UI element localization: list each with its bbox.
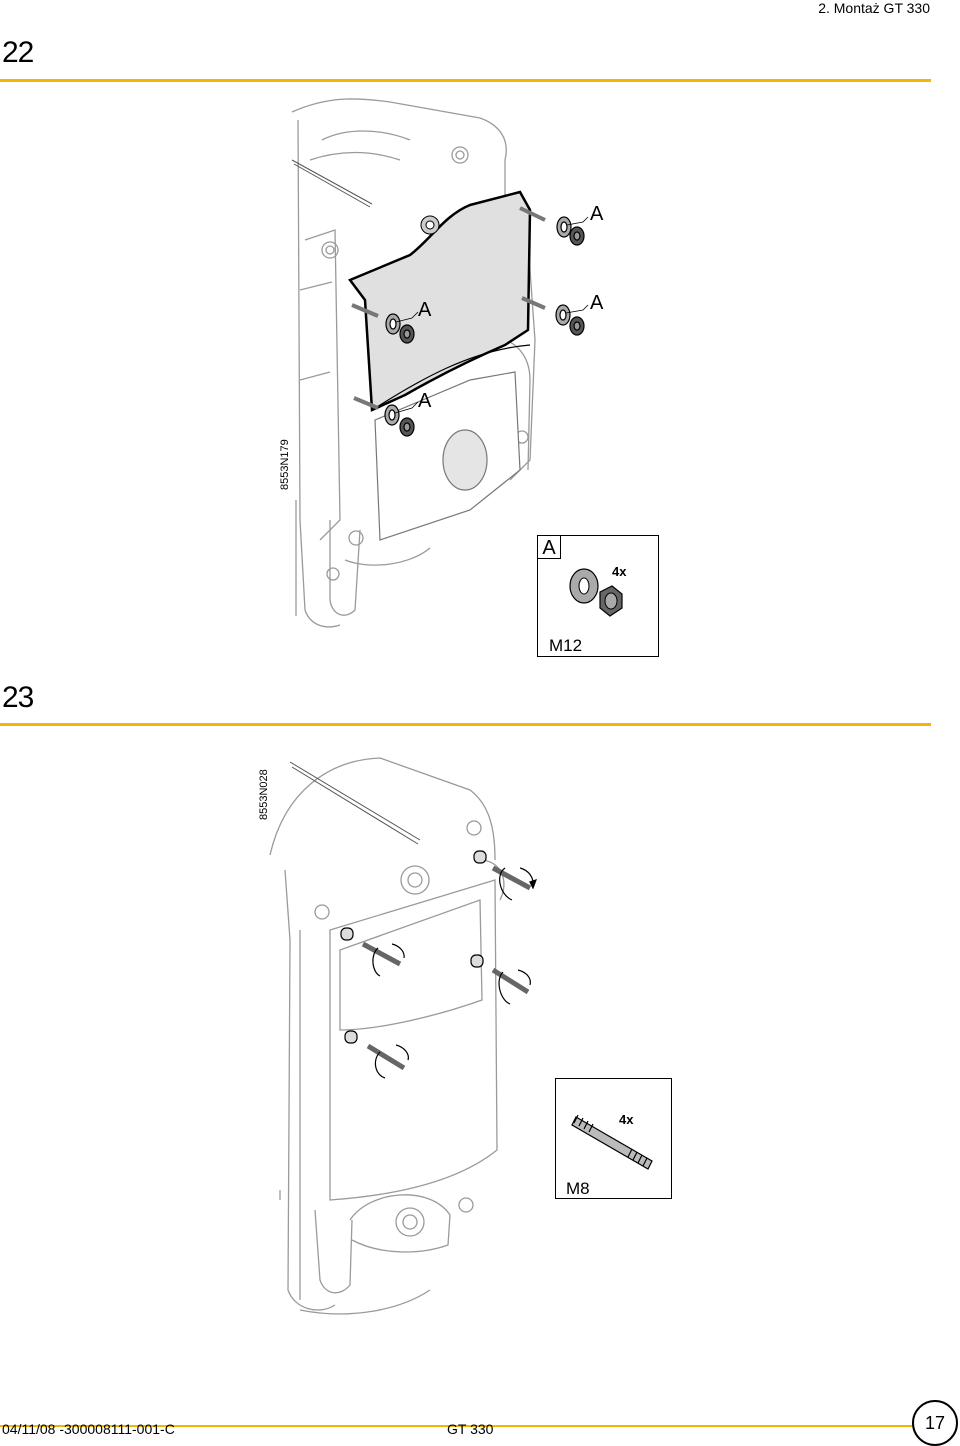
step-23-divider <box>0 723 931 726</box>
footer-doc-ref: 04/11/08 -300008111-001-C <box>2 1421 175 1437</box>
callout-a-2: A <box>590 292 604 314</box>
detail-quantity-m12: 4x <box>612 564 627 579</box>
boiler-section-outline <box>291 98 536 628</box>
cover-plate <box>348 190 532 412</box>
step-number-23: 23 <box>2 681 34 714</box>
callout-a-4: A <box>418 390 432 412</box>
washer-nut-detail <box>569 568 623 617</box>
step-number-22: 22 <box>2 36 34 69</box>
stud-washer-nut-sets <box>351 206 589 437</box>
stud-set-4 <box>353 396 415 437</box>
detail-quantity-m8: 4x <box>619 1112 634 1127</box>
footer-product: GT 330 <box>447 1421 494 1437</box>
detail-size-m12: M12 <box>549 636 583 655</box>
detail-box-tag: A <box>538 536 561 559</box>
boiler-section-outline-23 <box>269 757 505 1315</box>
m8-stud-1 <box>473 850 538 901</box>
page-number: 17 <box>912 1400 958 1446</box>
m8-studs <box>340 850 538 1079</box>
stud-bolt-detail <box>571 1114 653 1170</box>
stud-set-2 <box>521 296 585 336</box>
section-title: 2. Montaż GT 330 <box>818 0 930 16</box>
m8-stud-3 <box>470 954 531 1005</box>
threaded-rod-23 <box>289 761 421 845</box>
detail-size-m8: M8 <box>566 1179 590 1198</box>
footer-divider <box>0 1425 945 1427</box>
stud-set-1 <box>519 206 585 246</box>
callout-a-3: A <box>418 299 432 321</box>
step-22-divider <box>0 79 931 82</box>
callout-a-1: A <box>590 203 604 225</box>
threaded-rod <box>291 159 373 208</box>
stud-set-3 <box>351 303 415 344</box>
m8-stud-2 <box>340 927 405 977</box>
detail-box-m8: 4x M8 <box>555 1078 672 1199</box>
detail-box-m12: A 4x M12 <box>537 535 659 657</box>
m8-stud-4 <box>344 1030 409 1079</box>
burner-door <box>374 371 521 541</box>
